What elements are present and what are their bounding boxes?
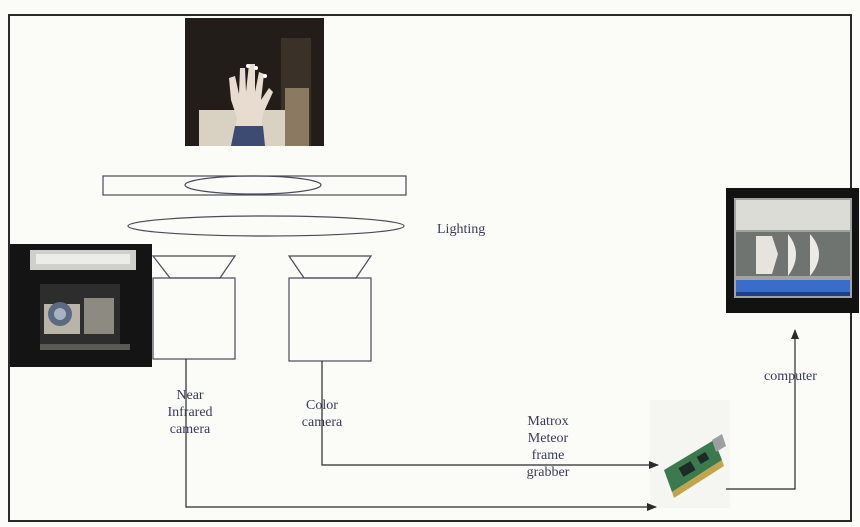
computer-label: computer: [764, 368, 817, 385]
frame-grabber-label: Matrox Meteor frame grabber: [508, 413, 588, 481]
lens-bar: [103, 176, 406, 195]
nir-label-line1: Near: [150, 387, 230, 404]
color-label-line1: Color: [292, 397, 352, 414]
color-camera-label: Color camera: [292, 397, 352, 431]
grabber-label-line2: Meteor: [508, 430, 588, 447]
nir-label-line3: camera: [150, 421, 230, 438]
nir-label-line2: Infrared: [150, 404, 230, 421]
near-infrared-camera-shape: [153, 256, 235, 359]
grabber-to-computer-arrow: [726, 330, 795, 489]
grabber-label-line4: grabber: [508, 464, 588, 481]
color-to-grabber-arrow: [322, 361, 658, 465]
grabber-label-line3: frame: [508, 447, 588, 464]
color-camera-shape: [289, 256, 371, 361]
lighting-label: Lighting: [437, 221, 485, 238]
grabber-label-line1: Matrox: [508, 413, 588, 430]
lighting-ring: [128, 216, 404, 236]
color-label-line2: camera: [292, 414, 352, 431]
near-infrared-camera-label: Near Infrared camera: [150, 387, 230, 438]
